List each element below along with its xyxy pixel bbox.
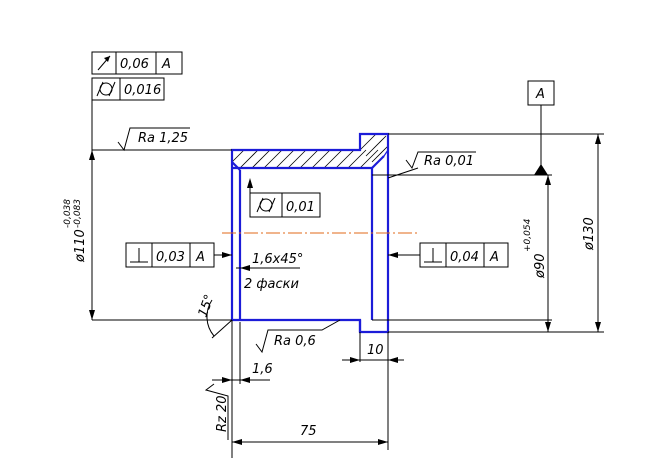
small-dim-label: 1,6 xyxy=(252,362,273,377)
section-hatch xyxy=(231,133,389,169)
roughness-face: Ra 0,6 xyxy=(255,319,341,354)
runout-icon xyxy=(97,55,111,71)
roughness-face-label: Ra 0,6 xyxy=(274,334,316,349)
flange-dia-label: ø130 xyxy=(582,217,597,251)
cylindricity-inner-icon xyxy=(256,197,264,213)
angle-label: 15° xyxy=(196,293,218,320)
datum-box: A xyxy=(527,80,555,106)
cylindricity-frame-inner: 0,01 xyxy=(247,178,321,218)
cylindricity-icon xyxy=(96,81,116,97)
outer-dia-upper: -0,038 xyxy=(63,199,73,228)
runout-value: 0,06 xyxy=(120,57,149,72)
inner-dia-tol: +0,054 xyxy=(523,218,533,252)
perp-left-datum: A xyxy=(195,250,205,265)
runout-datum: A xyxy=(161,57,171,72)
length-label: 75 xyxy=(300,424,317,439)
runout-frame: 0,06 A xyxy=(91,51,183,75)
roughness-bore-label: Ra 0,01 xyxy=(424,154,474,169)
flange-width-label: 10 xyxy=(367,343,384,358)
roughness-rz: Rz 20 xyxy=(204,383,230,440)
cylindricity-frame-top: 0,016 xyxy=(91,77,165,101)
chamfer-label: 1,6x45° xyxy=(252,252,303,267)
datum-label: A xyxy=(535,87,545,102)
perpendicularity-frame-right: 0,04 A xyxy=(388,242,509,268)
perp-right-value: 0,04 xyxy=(450,250,479,265)
perpendicularity-icon xyxy=(130,248,148,263)
dimension-lines xyxy=(89,100,604,458)
roughness-outer-label: Ra 1,25 xyxy=(138,131,188,146)
outer-dia-lower: -0,083 xyxy=(73,199,83,228)
cylindricity-inner-value: 0,01 xyxy=(286,200,315,215)
cylindricity-top-value: 0,016 xyxy=(124,83,161,98)
inner-dia-label: ø90 xyxy=(533,254,548,280)
roughness-outer: Ra 1,25 xyxy=(117,127,190,152)
roughness-rz-label: Rz 20 xyxy=(215,395,230,432)
perpendicularity-frame-left: 0,03 A xyxy=(125,242,232,268)
perp-right-datum: A xyxy=(489,250,499,265)
chamfer-note: 2 фаски xyxy=(244,277,299,292)
outer-dia-label: ø110 xyxy=(73,229,88,263)
perp-left-value: 0,03 xyxy=(156,250,185,265)
roughness-bore: Ra 0,01 xyxy=(387,151,476,179)
